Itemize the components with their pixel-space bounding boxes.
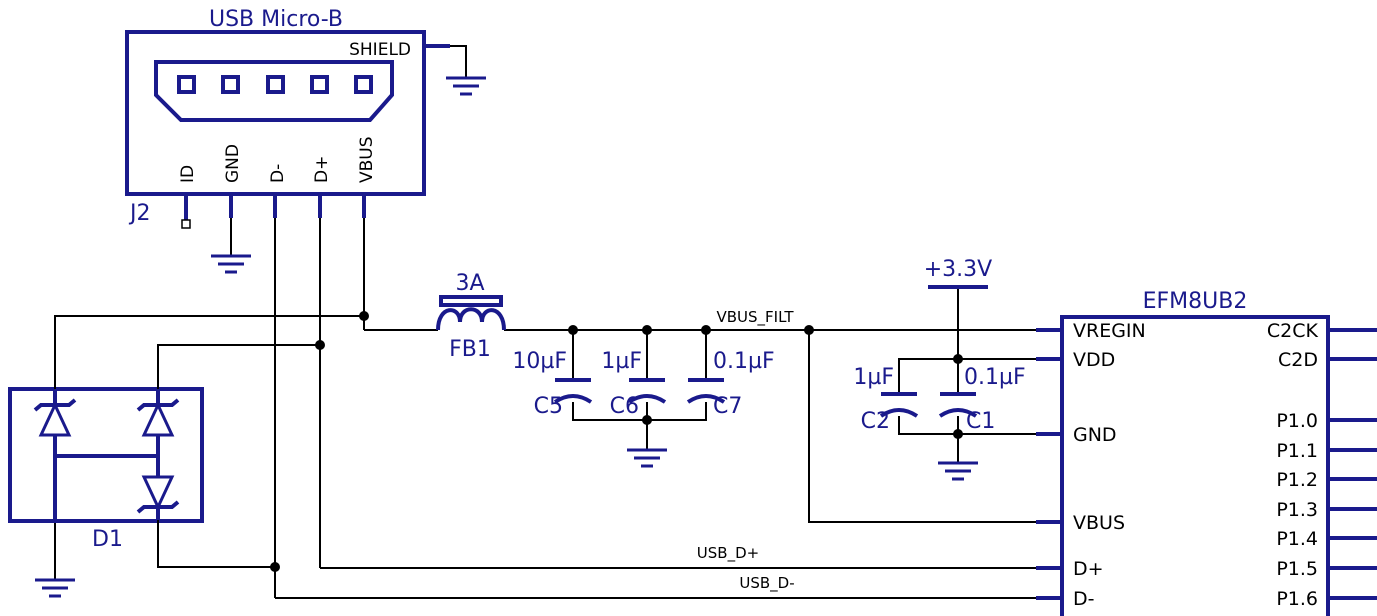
mcu-pin-c2ck: C2CK: [1267, 320, 1319, 342]
cap-value: 10µF: [512, 349, 567, 374]
cap-value: 0.1µF: [964, 365, 1026, 390]
ground-icon: [211, 218, 251, 274]
cap-value: 1µF: [853, 365, 894, 390]
connector-receptacle-icon: [154, 60, 394, 122]
power-rail-label: +3.3V: [924, 257, 992, 282]
cap-ref: C1: [966, 409, 995, 434]
inductor-coil-icon: [436, 307, 506, 331]
capacitor-curved-plate: [879, 408, 919, 418]
ground-icon: [938, 434, 978, 481]
junction-dot: [953, 429, 963, 439]
connector-contact: [354, 75, 373, 94]
cap-ref: C5: [534, 394, 563, 419]
net-label-usb-dp: USB_D+: [697, 544, 759, 563]
junctions: [270, 311, 963, 572]
capacitor-c7: 0.1µF C7: [686, 349, 775, 419]
mcu-pin-vdd: VDD: [1073, 349, 1115, 371]
connector-ref: J2: [128, 201, 151, 226]
tvs-diode-icon: [38, 401, 72, 437]
junction-dot: [568, 325, 578, 335]
mcu-name: EFM8UB2: [1143, 289, 1248, 314]
tvs-diode-icon: [141, 401, 175, 437]
mcu-pin-p1-5: P1.5: [1276, 558, 1318, 580]
shield-label: SHIELD: [349, 40, 411, 60]
capacitor-curved-plate: [938, 408, 978, 418]
pin-label-dplus: D+: [312, 156, 332, 183]
mcu-pin-vregin: VREGIN: [1073, 320, 1146, 342]
capacitor-c1: 0.1µF C1: [938, 365, 1026, 434]
d1-ref: D1: [92, 527, 123, 552]
ground-icon: [446, 45, 486, 96]
connector-contact: [177, 75, 196, 94]
net-label-usb-dm: USB_D-: [739, 574, 794, 593]
usb-connector-j2: USB Micro-B SHIELD J2 ID GND D- D+ VBUS: [125, 7, 450, 229]
capacitor-curved-plate: [627, 394, 667, 404]
ground-icon: [35, 520, 75, 598]
junction-dot: [804, 325, 814, 335]
connector-title: USB Micro-B: [209, 7, 343, 32]
connector-contact: [266, 75, 285, 94]
cap-ref: C6: [610, 394, 639, 419]
pin-label-dminus: D-: [268, 164, 288, 183]
capacitor-c2: 1µF C2: [853, 365, 919, 434]
capacitor-curved-plate: [553, 394, 593, 404]
connector-contact: [221, 75, 240, 94]
ferrite-bead-fb1: 3A FB1: [436, 271, 506, 362]
connector-contact: [310, 75, 329, 94]
capacitor-c5: 10µF C5: [512, 349, 593, 419]
mcu-pin-c2d: C2D: [1278, 349, 1318, 371]
junction-dot: [953, 354, 963, 364]
junction-dot: [359, 311, 369, 321]
ferrite-core: [439, 295, 503, 307]
mcu-pin-p1-4: P1.4: [1276, 528, 1318, 550]
wires: [54, 218, 1062, 599]
cap-ref: C2: [861, 409, 890, 434]
junction-dot: [701, 325, 711, 335]
junction-dot: [642, 325, 652, 335]
mcu-pin-gnd: GND: [1073, 424, 1117, 446]
mcu-pin-p1-1: P1.1: [1276, 440, 1318, 462]
capacitor-curved-plate: [686, 394, 726, 404]
mcu-pin-dminus: D-: [1073, 588, 1095, 610]
power-rail-3v3: +3.3V: [924, 257, 992, 289]
pin-label-vbus: VBUS: [357, 136, 377, 183]
ground-icon: [627, 420, 667, 468]
mcu-pin-vbus: VBUS: [1073, 512, 1125, 534]
ferrite-ref: FB1: [449, 337, 491, 362]
mcu-efm8ub2: EFM8UB2 VREGIN VDD GND VBUS D+ D- C2CK C…: [1036, 289, 1377, 616]
ferrite-rating: 3A: [455, 271, 484, 296]
mcu-pin-p1-2: P1.2: [1276, 469, 1318, 491]
cap-value: 0.1µF: [713, 349, 775, 374]
mcu-pin-p1-3: P1.3: [1276, 499, 1318, 521]
junction-dot: [315, 340, 325, 350]
d1-body: [8, 387, 204, 523]
no-connect-marker: [181, 219, 191, 229]
net-label-vbus-filt: VBUS_FILT: [716, 308, 794, 327]
mcu-pin-p1-0: P1.0: [1276, 410, 1318, 432]
tvs-diode-icon: [141, 475, 175, 511]
mcu-pin-dplus: D+: [1073, 558, 1104, 580]
cap-value: 1µF: [601, 349, 642, 374]
cap-ref: C7: [713, 394, 742, 419]
mcu-pin-p1-6: P1.6: [1276, 588, 1318, 610]
junction-dot: [270, 562, 280, 572]
pin-label-gnd: GND: [223, 144, 243, 183]
esd-protection-d1: D1: [8, 387, 204, 552]
junction-dot: [642, 415, 652, 425]
capacitor-c6: 1µF C6: [601, 349, 667, 419]
mcu-body: [1060, 315, 1330, 616]
pin-label-id: ID: [178, 165, 198, 183]
